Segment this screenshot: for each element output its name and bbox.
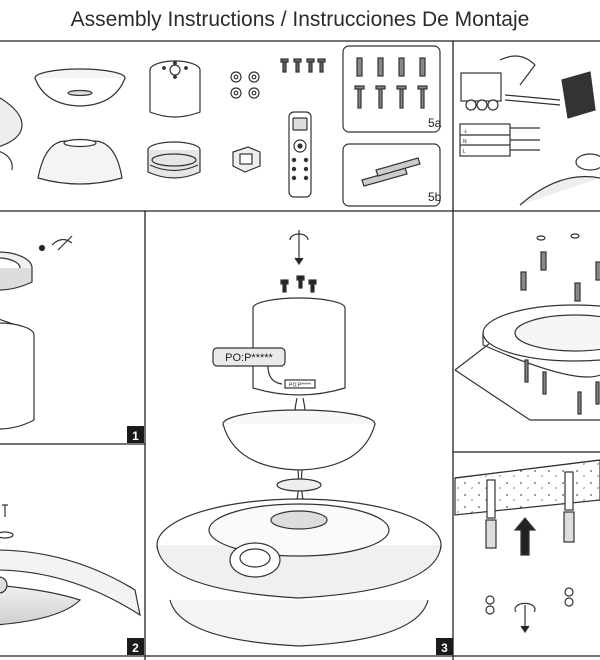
terminal-label-live: L	[463, 149, 466, 155]
step1-badge-bg	[127, 426, 144, 443]
step2-number: 2	[132, 641, 139, 655]
po-small-label: PO:P*****	[289, 383, 311, 389]
rotate-icon-2	[514, 602, 536, 613]
step2-illustration	[0, 504, 141, 626]
canopy-bowl-part	[34, 68, 126, 107]
pack-5a-label: 5a	[428, 116, 442, 130]
bracket-part	[232, 146, 261, 173]
screw-pack-5a	[342, 45, 441, 133]
step4-illustration	[454, 233, 600, 421]
small-screws-part	[280, 58, 326, 73]
step1-illustration	[0, 235, 73, 430]
panel-frame	[0, 40, 600, 660]
step3-badge-bg	[436, 638, 453, 655]
terminal-label-earth: ⏚	[463, 128, 468, 135]
mounting-ring-part	[147, 141, 201, 179]
remote-control-part	[288, 111, 312, 198]
cylinder-housing-part	[149, 60, 201, 118]
washers-part	[230, 71, 260, 99]
dome-cover-part	[37, 138, 123, 185]
wiring-detail	[459, 55, 600, 206]
page-title: Assembly Instructions / Instrucciones De…	[70, 8, 530, 31]
step3-number: 3	[441, 641, 448, 655]
po-label: PO:P*****	[225, 352, 273, 364]
step3-illustration	[156, 230, 442, 647]
terminal-label-neutral: N	[463, 139, 467, 145]
step5-illustration	[454, 459, 600, 634]
parts-list	[0, 45, 600, 207]
pack-5b-label: 5b	[428, 190, 442, 204]
step2-badge-bg	[127, 638, 144, 655]
canopy-part-cut	[0, 97, 23, 147]
step1-number: 1	[132, 429, 139, 443]
screw-pack-5b	[342, 143, 441, 207]
